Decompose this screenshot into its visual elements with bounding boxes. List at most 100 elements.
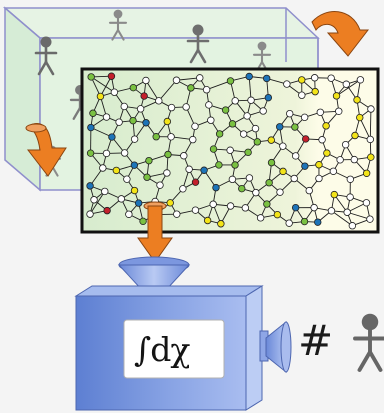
network-node (239, 130, 248, 138)
network-node (301, 135, 310, 143)
network-node (108, 133, 116, 141)
integral-formula: ∫dχ (134, 330, 190, 369)
network-node (348, 222, 357, 230)
arrow-top-right (311, 11, 370, 57)
network-node (291, 203, 300, 212)
network-node (221, 106, 230, 114)
network-node (200, 166, 208, 174)
output-person-icon (353, 313, 384, 372)
network-node (226, 146, 234, 154)
network-node (115, 118, 123, 126)
network-node (367, 153, 375, 161)
network-node (362, 169, 371, 177)
network-node (323, 149, 331, 157)
arrow-left (25, 123, 67, 177)
network-node (273, 210, 282, 219)
network-node (125, 210, 133, 218)
network-node (179, 185, 187, 193)
network-node (205, 101, 213, 109)
network-node (189, 135, 197, 144)
network-node (336, 156, 344, 164)
network-node (164, 150, 172, 159)
network-node (87, 73, 95, 81)
network-node (310, 203, 318, 212)
network-node (112, 166, 121, 175)
network-node (86, 149, 95, 157)
network-node (341, 140, 350, 149)
network-node (101, 187, 109, 196)
network-node (103, 206, 111, 215)
network-node (102, 149, 111, 158)
network-node (215, 161, 223, 169)
network-node (311, 87, 319, 96)
network-node (209, 200, 217, 208)
network-node (89, 109, 97, 117)
network-node (231, 97, 239, 105)
network-node (142, 119, 150, 127)
network-node (267, 136, 275, 144)
network-node (226, 202, 235, 210)
network-node (343, 208, 351, 216)
network-node (87, 123, 95, 132)
network-node (107, 72, 116, 80)
network-node (366, 215, 374, 223)
network-node (253, 138, 262, 146)
network-node (247, 96, 255, 104)
network-node (110, 88, 119, 96)
network-node (300, 217, 309, 226)
network-node (285, 219, 293, 227)
network-node (173, 210, 181, 218)
network-node (356, 113, 364, 122)
box-top-face (2, 7, 320, 39)
count-symbol: # (298, 316, 334, 365)
network-node (191, 122, 199, 131)
network-node (346, 175, 355, 183)
network-node (217, 220, 225, 228)
network-node (191, 178, 200, 186)
network-node (322, 122, 330, 130)
network-node (123, 175, 131, 183)
network-node (120, 149, 129, 157)
network-node (283, 80, 291, 88)
network-node (196, 74, 204, 82)
network-node (129, 116, 137, 125)
output-horn (259, 320, 292, 374)
network-node (90, 196, 98, 204)
network-node (180, 152, 188, 160)
network-node (191, 206, 200, 214)
network-node (209, 145, 218, 153)
network-node (120, 102, 128, 111)
network-node (244, 148, 252, 157)
network-node (316, 108, 325, 117)
network-node (163, 117, 172, 126)
network-node (327, 207, 336, 215)
network-node (367, 105, 375, 113)
network-node (152, 133, 160, 141)
network-node (202, 86, 211, 94)
person-icon (34, 36, 58, 76)
network-node (207, 116, 215, 124)
network-node (279, 167, 287, 176)
network-node (286, 109, 294, 118)
network-node (212, 183, 220, 192)
network-node (245, 72, 253, 81)
network-node (167, 133, 175, 141)
network-node (86, 210, 94, 218)
funnel-icon (25, 123, 47, 133)
network-node (329, 167, 338, 175)
network-node (366, 135, 374, 144)
network-node (290, 174, 298, 183)
network-node (136, 105, 145, 113)
network-node (143, 173, 151, 181)
network-node (142, 76, 150, 85)
network-node (263, 200, 271, 208)
network-node (298, 76, 306, 84)
machine-top-face (74, 285, 264, 297)
network-node (305, 186, 313, 195)
network-node (256, 214, 265, 222)
network-node (259, 107, 267, 115)
network-node (166, 199, 174, 207)
network-node (238, 184, 246, 193)
network-node (182, 103, 190, 111)
